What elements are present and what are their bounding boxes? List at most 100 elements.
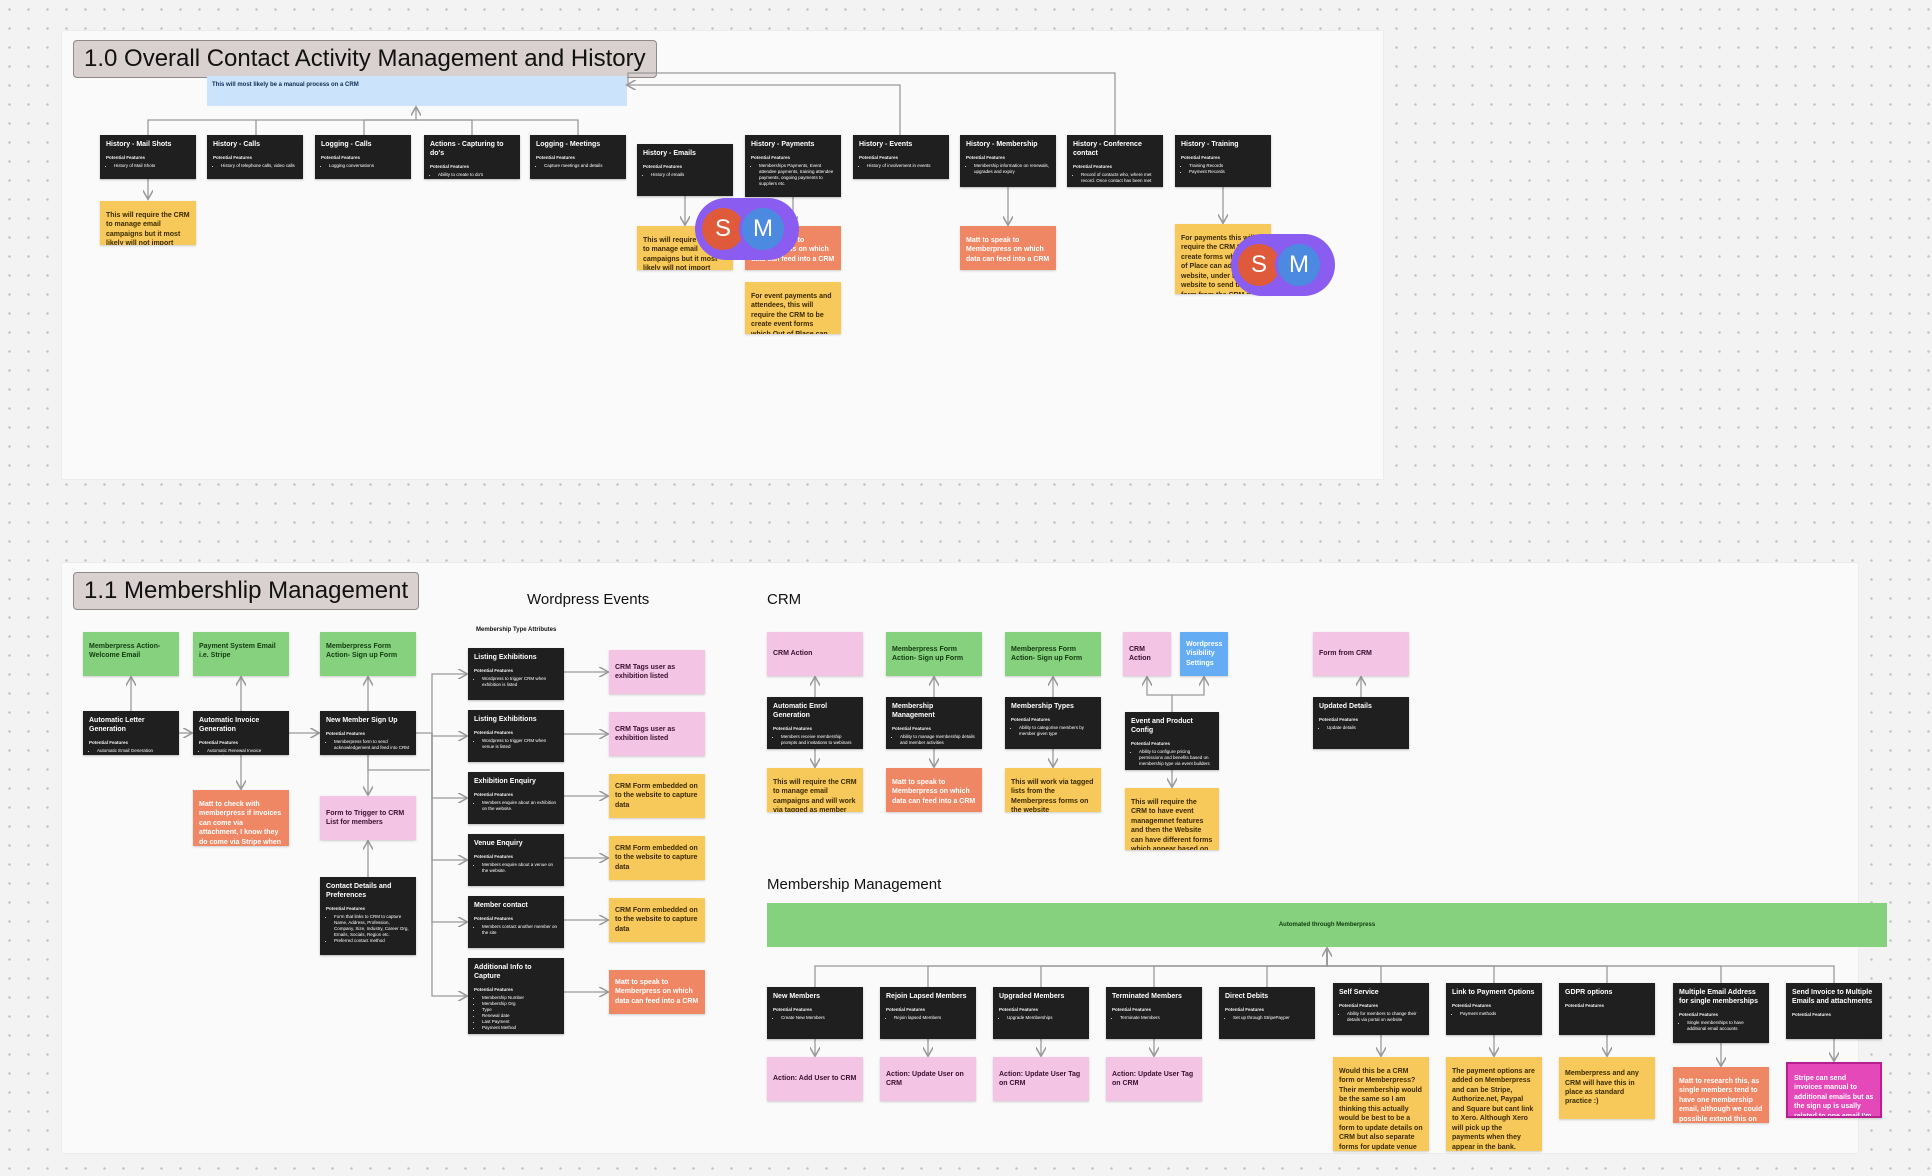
event-outcome-note[interactable]: CRM Tags user as exhibition listed	[609, 712, 705, 756]
card-title: Multiple Email Address for single member…	[1679, 989, 1758, 1005]
crm-top-note[interactable]: Memberpress Form Action- Sign up Form	[1005, 632, 1101, 676]
crm-top-note[interactable]: CRM Action	[1123, 632, 1171, 676]
feature-item: Create New Members	[781, 1015, 857, 1021]
feature-item: Training Records	[1189, 163, 1265, 169]
sticky-note[interactable]: This will require the CRM to manage emai…	[767, 768, 863, 812]
potential-features-label: Potential Features	[199, 739, 239, 745]
event-outcome-note[interactable]: CRM Form embedded on to the website to c…	[609, 774, 705, 818]
feature-item: Members receive membership prompts and i…	[781, 734, 857, 746]
connector-line	[1326, 949, 1835, 983]
automated-through-memberpress-bar[interactable]: Automated through Memberpress	[767, 903, 1887, 947]
potential-features-label: Potential Features	[321, 154, 361, 160]
sticky-note[interactable]: For event payments and attendees, this w…	[745, 282, 841, 334]
sticky-note[interactable]: Matt to speak to Memberpress on which da…	[886, 768, 982, 812]
crm-action-note[interactable]: Action: Add User to CRM	[767, 1057, 863, 1101]
sticky-note[interactable]: Memberpress and any CRM will have this i…	[1559, 1057, 1655, 1119]
potential-features-label: Potential Features	[430, 163, 470, 169]
sticky-note[interactable]: The payment options are added on Memberp…	[1446, 1057, 1542, 1151]
sticky-note[interactable]: Matt to speak to Memberpress on which da…	[960, 226, 1056, 270]
feature-item: Ability for members to change their deta…	[1347, 1011, 1423, 1023]
avatar[interactable]: M	[739, 205, 787, 253]
crm-action-note[interactable]: Action: Update User on CRM	[880, 1057, 976, 1101]
feature-item: Ability to configure pricing permissions…	[1139, 749, 1213, 767]
crm-top-note[interactable]: Form from CRM	[1313, 632, 1409, 676]
crm-top-note[interactable]: Memberpress Form Action- Sign up Form	[886, 632, 982, 676]
event-outcome-note[interactable]: Matt to speak to Memberpress on which da…	[609, 970, 705, 1014]
sticky-note[interactable]: This will require the CRM to have event …	[1125, 788, 1219, 850]
card-title: Additional Info to Capture	[474, 964, 532, 980]
membership-card[interactable]: Send Invoice to Multiple Emails and atta…	[1786, 983, 1882, 1039]
event-outcome-note[interactable]: CRM Form embedded on to the website to c…	[609, 898, 705, 942]
sticky-text: CRM Action	[1129, 645, 1151, 662]
sticky-text: Matt to research this, as single members…	[1679, 1078, 1763, 1123]
card-title: Upgraded Members	[999, 993, 1065, 1000]
sticky-text: CRM Form embedded on to the website to c…	[615, 844, 698, 871]
sticky-note[interactable]: Matt to check with memberpress if invoic…	[193, 790, 289, 846]
event-outcome-note[interactable]: CRM Form embedded on to the website to c…	[609, 836, 705, 880]
collaborator-presence[interactable]: S M	[1231, 234, 1335, 296]
sticky-note[interactable]: Stripe can send invoices manual to addit…	[1786, 1062, 1882, 1118]
feature-item: Membership Number	[482, 995, 558, 1001]
feature-item: History of emails	[651, 172, 727, 178]
manual-process-note[interactable]: This will most likely be a manual proces…	[207, 76, 627, 106]
sticky-note[interactable]: This will require the CRM to manage emai…	[100, 201, 196, 245]
card-title: Logging - Meetings	[536, 141, 601, 148]
memberpress-action-note[interactable]: Memberpress Action- Welcome Email	[83, 632, 179, 676]
crm-top-note[interactable]: Wordpress Visibility Settings	[1180, 632, 1228, 676]
avatar[interactable]: M	[1275, 241, 1323, 289]
collaborator-presence[interactable]: S M	[695, 198, 799, 260]
section-title-1-0: 1.0 Overall Contact Activity Management …	[73, 40, 657, 78]
potential-features-label: Potential Features	[106, 154, 146, 160]
form-trigger-note[interactable]: Form to Trigger to CRM List for members	[320, 796, 416, 840]
membership-card[interactable]: Multiple Email Address for single member…	[1673, 983, 1769, 1043]
memberpress-form-note[interactable]: Memberpress Form Action- Sign up Form	[320, 632, 416, 676]
sticky-note[interactable]: This will work via tagged lists from the…	[1005, 768, 1101, 812]
sticky-text: Stripe can send invoices manual to addit…	[1794, 1075, 1874, 1118]
event-outcome-note[interactable]: CRM Tags user as exhibition listed	[609, 650, 705, 694]
heading-crm: CRM	[767, 591, 802, 608]
crm-top-note[interactable]: CRM Action	[767, 632, 863, 676]
payment-system-note[interactable]: Payment System Email i.e. Stripe	[193, 632, 289, 676]
sticky-note[interactable]: Would this be a CRM form or Memberpress?…	[1333, 1057, 1429, 1151]
card-title: New Member Sign Up	[326, 717, 398, 724]
potential-features-label: Potential Features	[751, 154, 791, 160]
crm-action-note[interactable]: Action: Update User Tag on CRM	[993, 1057, 1089, 1101]
feature-item: Form that links to CRM to capture Name, …	[334, 914, 410, 938]
crm-action-note[interactable]: Action: Update User Tag on CRM	[1106, 1057, 1202, 1101]
sticky-note[interactable]: Matt to research this, as single members…	[1673, 1067, 1769, 1123]
